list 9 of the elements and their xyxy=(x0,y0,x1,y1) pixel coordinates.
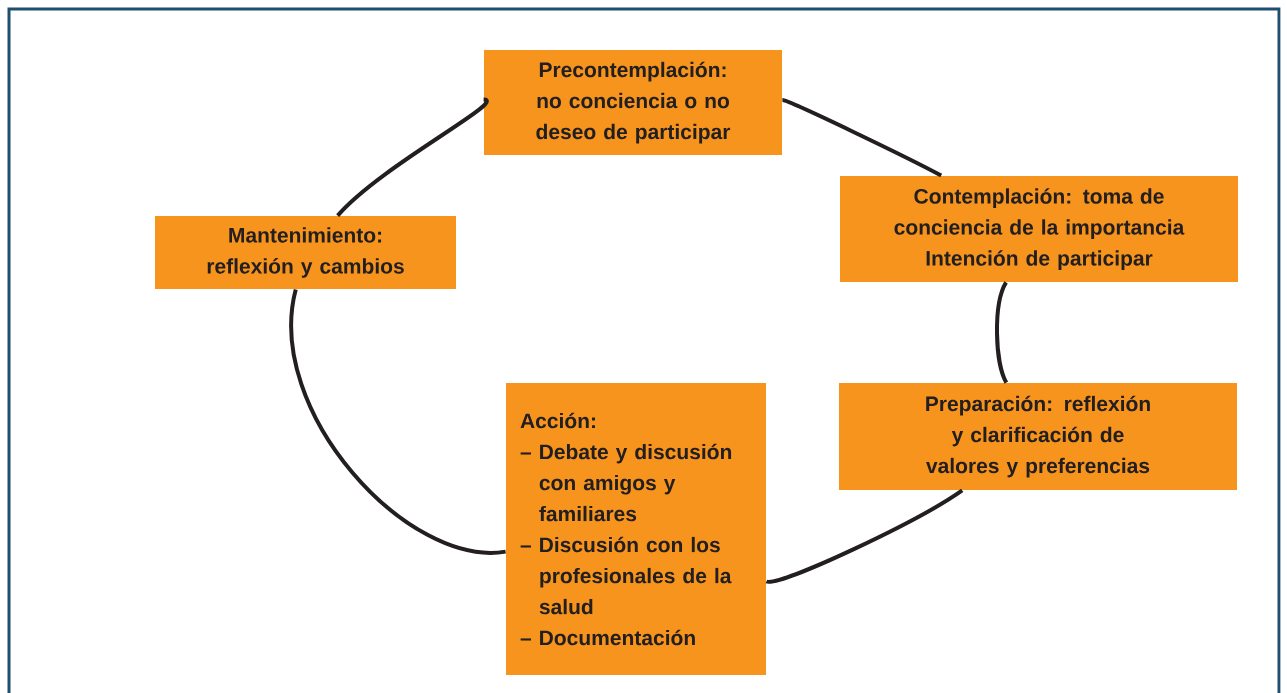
stage-box: Acción: – Debate y discusión con amigos y familiares – Discusión con los profesionales de la salud – Documentación xyxy=(506,383,766,675)
stage-box: Preparación: reflexión y clarificación de valores y preferencias xyxy=(839,383,1237,490)
stage-box: Mantenimiento: reflexión y cambios xyxy=(155,216,456,289)
cycle-arc xyxy=(289,289,506,555)
stage-box: Contemplación: toma de conciencia de la importancia Intención de participar xyxy=(840,176,1238,282)
stage-box: Precontemplación: no conciencia o no deseo de participar xyxy=(484,50,782,155)
cycle-arc xyxy=(781,98,943,178)
cycle-arc xyxy=(766,488,964,584)
cycle-arc xyxy=(995,281,1009,384)
